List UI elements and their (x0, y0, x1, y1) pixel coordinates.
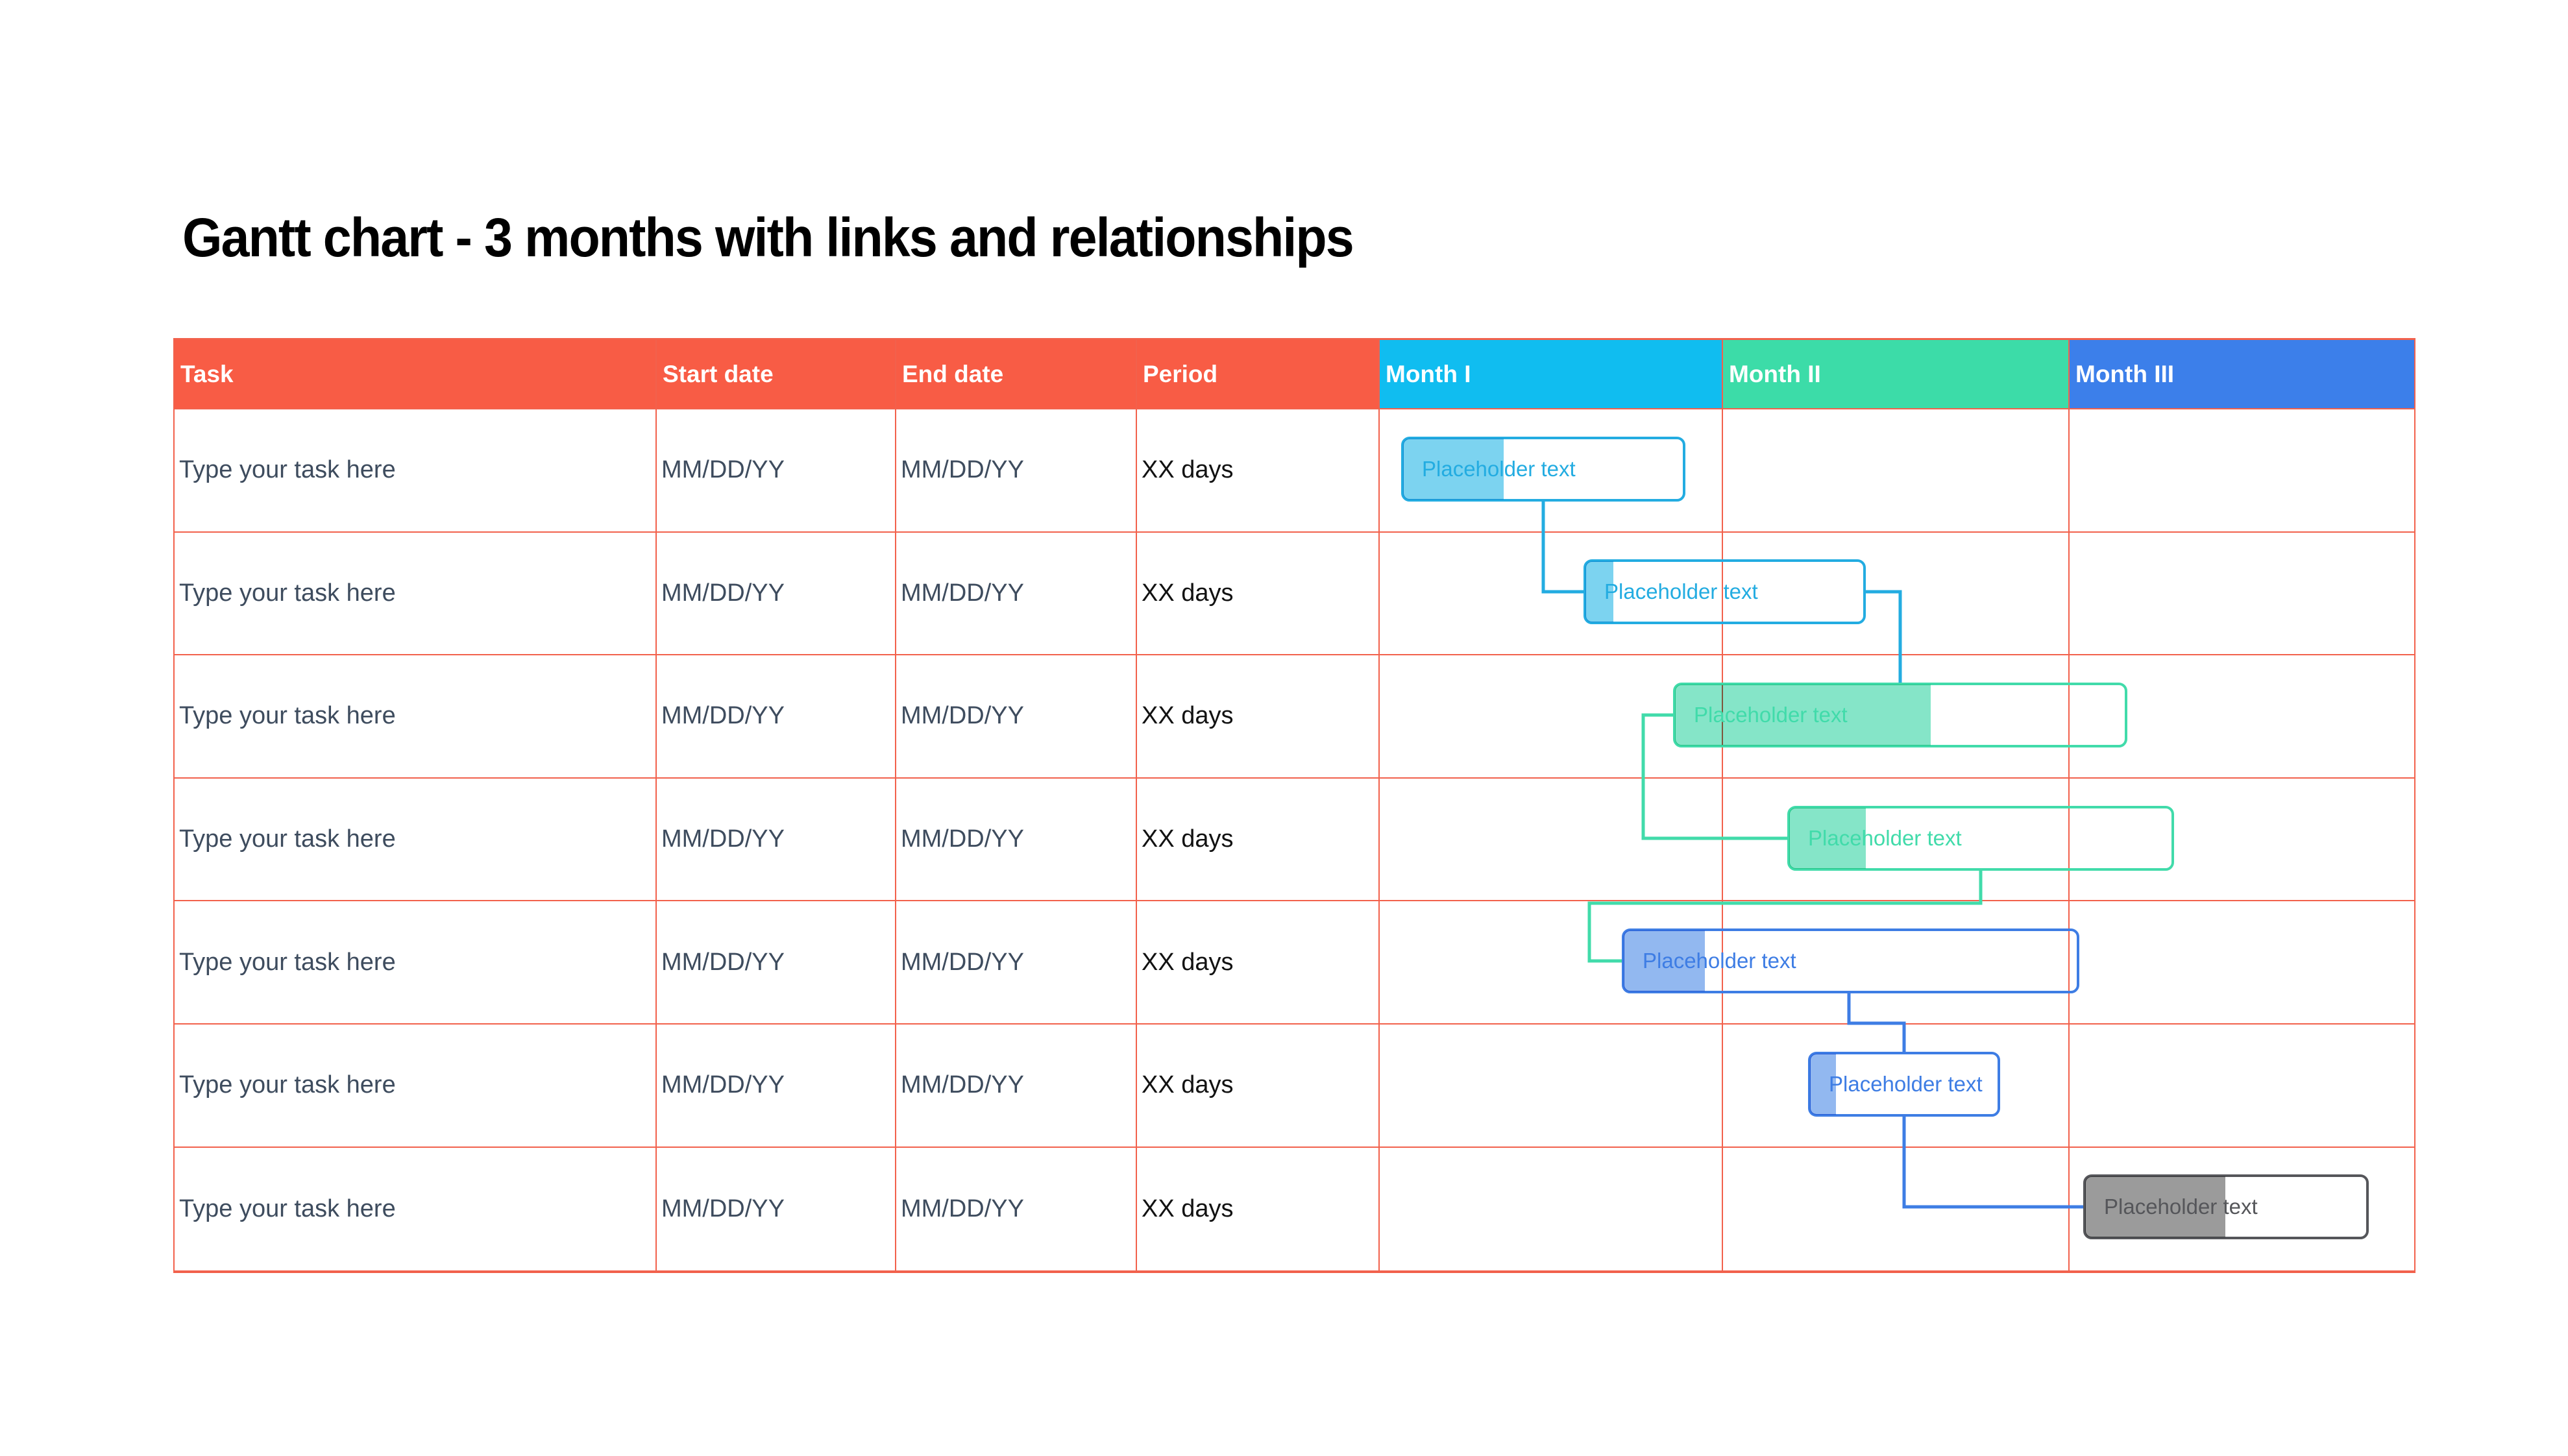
period-cell[interactable]: XX days (1137, 901, 1380, 1025)
gantt-grid-cell (1723, 409, 2070, 533)
gantt-bar[interactable]: Placeholder text (1808, 1052, 2000, 1117)
period-cell[interactable]: XX days (1137, 655, 1380, 779)
gantt-bar-label: Placeholder text (1604, 579, 1758, 603)
start-date-cell[interactable]: MM/DD/YY (657, 655, 896, 779)
gantt-bar-label: Placeholder text (1829, 1072, 1983, 1096)
gantt-bar[interactable]: Placeholder text (1401, 437, 1685, 502)
end-date-cell[interactable]: MM/DD/YY (896, 532, 1137, 656)
page-title: Gantt chart - 3 months with links and re… (182, 207, 1354, 268)
gantt-grid-cell (2070, 901, 2414, 1025)
gantt-grid-cell (2070, 779, 2414, 902)
gantt-table: Task Start date End date Period Month I … (173, 338, 2415, 1274)
task-cell[interactable]: Type your task here (175, 1147, 657, 1271)
task-cell[interactable]: Type your task here (175, 532, 657, 656)
gantt-grid-cell (2070, 409, 2414, 533)
gantt-bar[interactable]: Placeholder text (1584, 559, 1866, 624)
period-cell[interactable]: XX days (1137, 1024, 1380, 1148)
column-header-month-2: Month II (1723, 340, 2070, 409)
period-cell[interactable]: XX days (1137, 778, 1380, 902)
start-date-cell[interactable]: MM/DD/YY (657, 901, 896, 1025)
gantt-bar[interactable]: Placeholder text (2083, 1174, 2369, 1239)
gantt-grid-cell (2070, 655, 2414, 779)
gantt-grid-cell (1380, 778, 1723, 902)
task-cell[interactable]: Type your task here (175, 655, 657, 779)
task-cell[interactable]: Type your task here (175, 1024, 657, 1148)
column-header-task: Task (175, 340, 657, 409)
gantt-bar-progress (1403, 439, 1504, 500)
task-cell[interactable]: Type your task here (175, 778, 657, 902)
task-cell[interactable]: Type your task here (175, 901, 657, 1025)
start-date-cell[interactable]: MM/DD/YY (657, 532, 896, 656)
gantt-grid-cell (2070, 533, 2414, 656)
gantt-grid-cell (1380, 901, 1723, 1025)
end-date-cell[interactable]: MM/DD/YY (896, 778, 1137, 902)
gantt-bar-progress (1585, 561, 1613, 622)
end-date-cell[interactable]: MM/DD/YY (896, 409, 1137, 533)
period-cell[interactable]: XX days (1137, 532, 1380, 656)
gantt-bar-progress (1810, 1054, 1837, 1115)
start-date-cell[interactable]: MM/DD/YY (657, 778, 896, 902)
gantt-bar-label: Placeholder text (1643, 949, 1796, 973)
gantt-grid-cell (1723, 1147, 2070, 1271)
gantt-grid-cell (1380, 655, 1723, 779)
gantt-grid-cell (1380, 1147, 1723, 1271)
gantt-grid-cell (1380, 532, 1723, 656)
period-cell[interactable]: XX days (1137, 409, 1380, 533)
gantt-grid-cell (1380, 1024, 1723, 1148)
gantt-bar[interactable]: Placeholder text (1673, 683, 2127, 747)
gantt-bar-progress (1789, 808, 1866, 869)
end-date-cell[interactable]: MM/DD/YY (896, 655, 1137, 779)
gantt-bar[interactable]: Placeholder text (1622, 928, 2079, 993)
period-cell[interactable]: XX days (1137, 1147, 1380, 1271)
gantt-grid-cell (1723, 655, 2070, 779)
task-cell[interactable]: Type your task here (175, 409, 657, 533)
column-header-period: Period (1137, 340, 1380, 409)
column-header-start-date: Start date (657, 340, 896, 409)
gantt-bar-progress (2085, 1176, 2225, 1237)
end-date-cell[interactable]: MM/DD/YY (896, 1147, 1137, 1271)
gantt-grid-cell (2070, 1025, 2414, 1148)
end-date-cell[interactable]: MM/DD/YY (896, 1024, 1137, 1148)
end-date-cell[interactable]: MM/DD/YY (896, 901, 1137, 1025)
start-date-cell[interactable]: MM/DD/YY (657, 1024, 896, 1148)
start-date-cell[interactable]: MM/DD/YY (657, 1147, 896, 1271)
gantt-bar-label: Placeholder text (1808, 826, 1962, 850)
column-header-month-1: Month I (1380, 340, 1723, 409)
column-header-month-3: Month III (2070, 340, 2414, 409)
column-header-end-date: End date (896, 340, 1137, 409)
gantt-bar-label: Placeholder text (1694, 703, 1848, 727)
gantt-bar-label: Placeholder text (1422, 457, 1576, 481)
gantt-grid-cell (1723, 1024, 2070, 1148)
gantt-bar[interactable]: Placeholder text (1787, 806, 2174, 871)
start-date-cell[interactable]: MM/DD/YY (657, 409, 896, 533)
gantt-bar-label: Placeholder text (2104, 1195, 2258, 1219)
